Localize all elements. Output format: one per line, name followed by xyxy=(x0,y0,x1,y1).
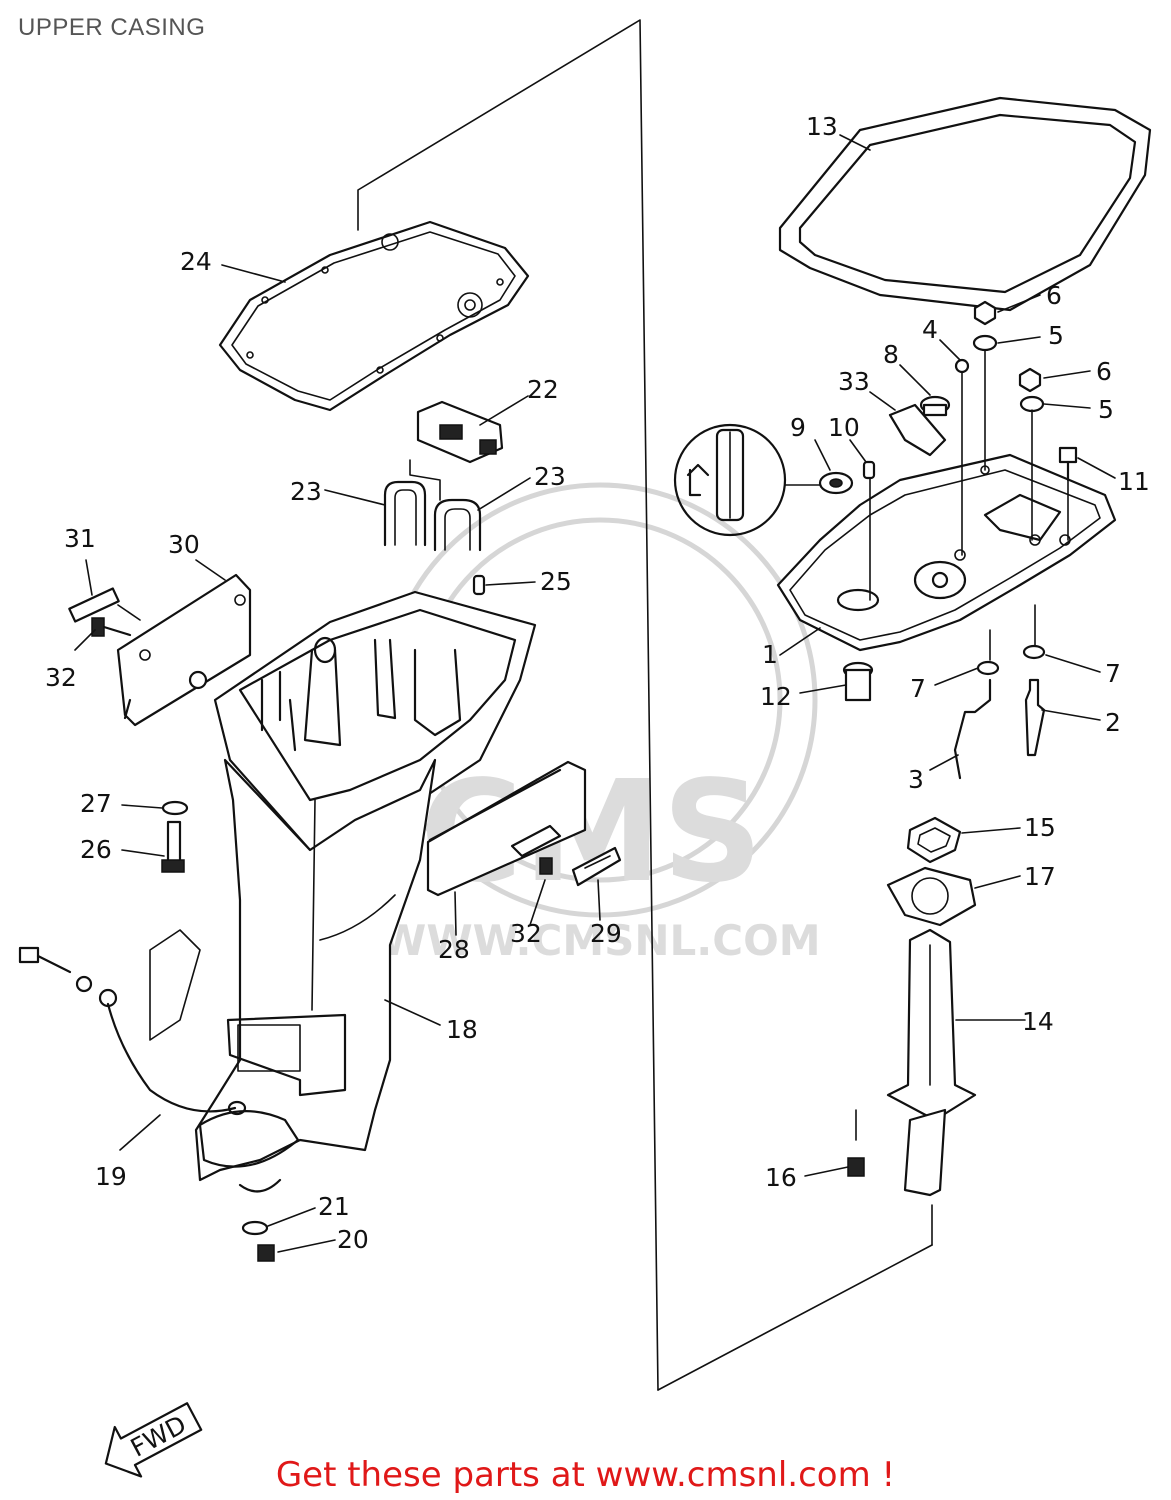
callout-18: 18 xyxy=(446,1015,478,1044)
callout-16: 16 xyxy=(765,1163,797,1192)
drive-housing-14[interactable] xyxy=(886,928,977,1197)
pin-25[interactable] xyxy=(472,574,486,596)
callout-28: 28 xyxy=(438,935,470,964)
guide-lines-right xyxy=(869,349,1069,661)
callout-23-right: 23 xyxy=(534,462,566,491)
callout-21: 21 xyxy=(318,1192,350,1221)
callout-5-lower: 5 xyxy=(1098,395,1114,424)
bolt-11[interactable] xyxy=(1058,446,1078,482)
screw-32-right[interactable] xyxy=(510,824,562,875)
assembly-frame xyxy=(357,19,933,1391)
grommet-12[interactable] xyxy=(842,661,874,702)
link-3[interactable] xyxy=(953,678,992,780)
callout-labels: 1 2 3 4 5 5 6 6 7 7 8 9 10 11 12 13 14 1… xyxy=(45,112,1150,1254)
callout-3: 3 xyxy=(908,765,924,794)
callout-31: 31 xyxy=(64,524,96,553)
callout-10: 10 xyxy=(828,413,860,442)
page-title: UPPER CASING xyxy=(18,14,206,41)
callout-26: 26 xyxy=(80,835,112,864)
u-clips-23[interactable] xyxy=(383,459,482,552)
callout-19: 19 xyxy=(95,1162,127,1191)
footer-parts-link[interactable]: Get these parts at www.cmsnl.com ! xyxy=(275,1455,896,1495)
part-22-bracket[interactable] xyxy=(416,400,504,464)
nut-7-left[interactable] xyxy=(976,660,1000,676)
callout-2: 2 xyxy=(1105,708,1121,737)
callout-7-left: 7 xyxy=(910,674,926,703)
bolt-20[interactable] xyxy=(257,1244,275,1262)
washer-27[interactable] xyxy=(161,800,189,816)
gasket-24[interactable] xyxy=(218,220,530,412)
plate-28[interactable] xyxy=(426,760,587,897)
callout-1: 1 xyxy=(762,640,778,669)
callout-32-left: 32 xyxy=(45,663,77,692)
callout-23-left: 23 xyxy=(290,477,322,506)
callout-32-right: 32 xyxy=(510,919,542,948)
callout-8: 8 xyxy=(883,340,899,369)
seal-13[interactable] xyxy=(778,96,1152,312)
callout-15: 15 xyxy=(1024,813,1056,842)
nut-7-right[interactable] xyxy=(1022,644,1046,660)
callout-22: 22 xyxy=(527,375,559,404)
callout-5-upper: 5 xyxy=(1048,321,1064,350)
callout-12: 12 xyxy=(760,682,792,711)
callout-6-upper: 6 xyxy=(1046,281,1062,310)
callout-27: 27 xyxy=(80,789,112,818)
label-29[interactable] xyxy=(571,846,622,887)
nut-6-upper[interactable] xyxy=(973,300,997,326)
leader-lines xyxy=(74,134,1116,1253)
callout-11: 11 xyxy=(1118,467,1150,496)
ground-cable-19[interactable] xyxy=(18,929,282,1193)
bolt-26[interactable] xyxy=(161,820,185,873)
callout-4: 4 xyxy=(922,315,938,344)
callout-30: 30 xyxy=(168,530,200,559)
upper-casing-18[interactable] xyxy=(194,590,537,1182)
seal-9[interactable] xyxy=(818,471,854,495)
bushing-8[interactable] xyxy=(919,395,951,417)
washer-5-upper[interactable] xyxy=(972,334,998,352)
detail-inset xyxy=(673,423,823,537)
bolt-16[interactable] xyxy=(847,1109,865,1177)
callout-25: 25 xyxy=(540,567,572,596)
callout-7-right: 7 xyxy=(1105,659,1121,688)
pin-10[interactable] xyxy=(862,460,876,480)
screw-32-left[interactable] xyxy=(91,617,132,637)
callout-9: 9 xyxy=(790,413,806,442)
callout-17: 17 xyxy=(1024,862,1056,891)
gasket-17[interactable] xyxy=(886,866,977,927)
label-31[interactable] xyxy=(68,587,120,623)
nut-6-lower[interactable] xyxy=(1018,367,1042,393)
washer-5-lower[interactable] xyxy=(1019,395,1045,413)
watermark-url: WWW.CMSNL.COM xyxy=(380,916,821,965)
callout-24: 24 xyxy=(180,247,212,276)
callout-33: 33 xyxy=(838,367,870,396)
callout-13: 13 xyxy=(806,112,838,141)
grommet xyxy=(188,670,208,690)
callout-29: 29 xyxy=(590,919,622,948)
mounting-plate-1[interactable] xyxy=(776,453,1117,652)
rod-2[interactable] xyxy=(1024,678,1046,757)
cover-plate-30[interactable] xyxy=(116,573,252,727)
callout-14: 14 xyxy=(1022,1007,1054,1036)
gasket-33[interactable] xyxy=(888,403,947,457)
washer-21[interactable] xyxy=(241,1220,269,1236)
callout-6-lower: 6 xyxy=(1096,357,1112,386)
callout-20: 20 xyxy=(337,1225,369,1254)
seal-15[interactable] xyxy=(906,816,962,864)
washer-4[interactable] xyxy=(954,358,970,374)
